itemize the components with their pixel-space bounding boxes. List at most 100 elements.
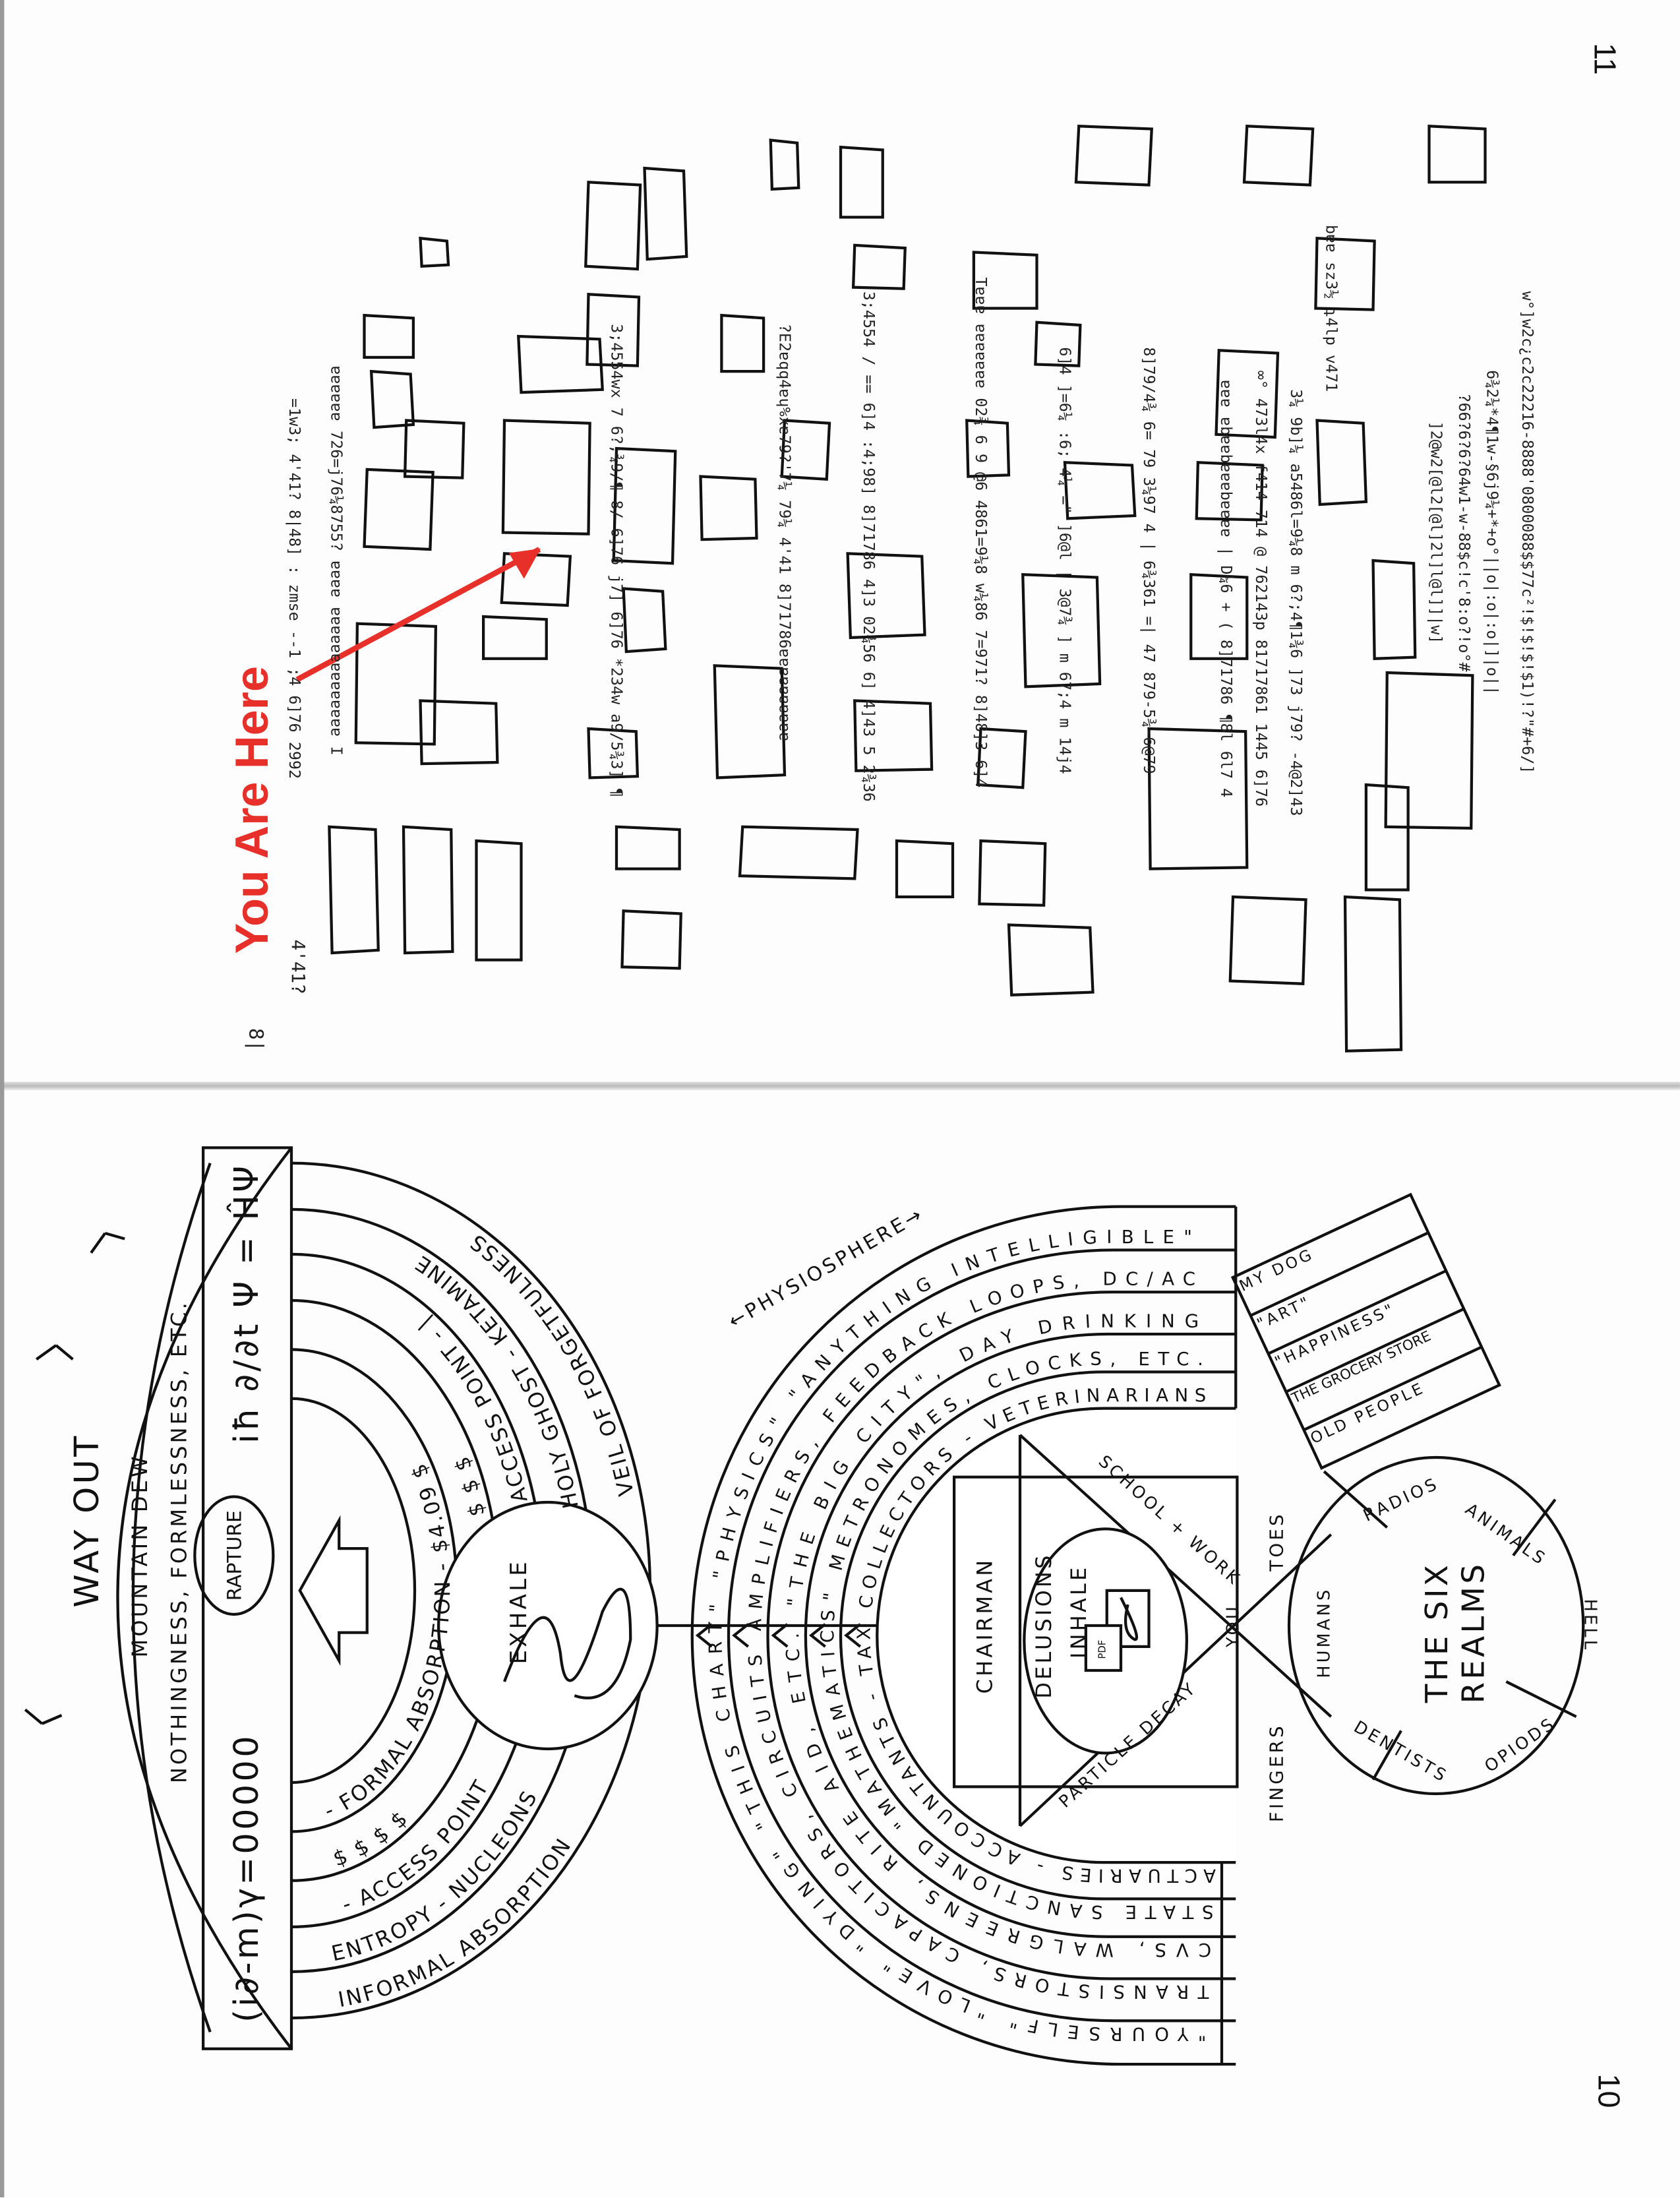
map-block [402,825,454,955]
equation-right: iħ ∂/∂t Ψ = ĤΨ [227,1163,266,1444]
exhale-circle [437,1500,659,1751]
map-block [851,243,907,290]
exhale-label: EXHALE [505,1558,532,1664]
map-block [895,839,955,899]
map-block [584,181,642,271]
map-block [1384,671,1474,830]
realm-hell: HELL [1580,1599,1600,1653]
axis-arrowhead [844,1623,862,1648]
realm-humans: HUMANS [1314,1587,1334,1678]
map-block [1189,573,1249,660]
map-block [1315,419,1368,506]
map-block [1034,321,1082,367]
map-block [1228,895,1307,985]
u-band-3 [804,1332,1236,1938]
axis-arrowhead [695,1623,713,1648]
delusions-label: DELUSIONS [1031,1552,1057,1699]
up-arrow [298,1515,369,1666]
map-block [839,145,884,219]
u-band-0 [690,1205,1236,2066]
map-block [354,622,438,746]
map-block [403,419,465,479]
chairman-label: CHAIRMAN [972,1557,998,1694]
map-block [501,419,591,535]
map-block [1215,349,1280,439]
axis-arrowhead [732,1623,750,1648]
map-block [1147,727,1249,870]
city-map [295,125,1487,1053]
you-are-here-arrow [295,547,541,683]
map-block [1074,125,1153,187]
you-label: YOU [1223,1604,1243,1647]
u-band-2 [766,1291,1236,1980]
map-block [328,825,380,955]
fan-ring-0 [291,1397,417,1785]
map-block [1427,125,1487,184]
mountain-dew-label: MOUNTAIN DEW [127,1453,153,1658]
axis-arrowhead [808,1623,826,1648]
map-block [1343,895,1403,1053]
pdf-label: PDF [1096,1639,1108,1659]
equation-band [202,1146,293,2050]
map-block [587,727,640,779]
toes-label: TOES [1267,1511,1288,1572]
map-block [620,909,682,970]
map-block [363,468,435,551]
map-block [738,825,859,880]
map-block [1364,783,1410,892]
pdf-document-icon-back [1084,1624,1123,1672]
equation-left: (i∂-m)γ=00000 [227,1733,266,2023]
map-block [1007,923,1095,996]
u-band-4 [839,1370,1236,1901]
map-block [976,727,1027,789]
map-block [720,313,765,373]
map-block [1021,573,1102,688]
acrobat-icon [1120,1597,1138,1641]
list-box [1230,1192,1501,1470]
rapture-circle [193,1495,275,1616]
map-block [699,475,758,541]
map-block [846,552,926,640]
map-block [369,369,415,429]
mountain-dew-arch [131,1163,212,2032]
fan-label-ring1: - FORMAL ABSORPTION - $4.09 $ [320,1458,455,1823]
page-divider [0,1082,1680,1091]
map-block [978,839,1047,907]
six-realms-title: THE SIX REALMS [1420,1561,1493,1704]
map-block [643,166,688,261]
pdf-document-icon [1105,1589,1151,1648]
nothingness-label: NOTHINGNESS, FORMLESSNESS, ETC. [166,1299,193,1784]
arrow-head-icon [508,548,541,579]
u-band-1 [727,1248,1236,2023]
exhale-swirl [503,1587,632,1699]
map-block [853,699,934,772]
way-out-label: WAY OUT [67,1433,107,1608]
map-block [419,236,450,268]
axis-arrowhead [771,1623,789,1648]
map-block [769,138,800,191]
map-block [965,419,1011,478]
map-block [419,699,499,766]
map-block [1371,559,1417,660]
map-block [1314,237,1376,311]
map-block [1242,125,1315,187]
arrow-marks [24,1231,125,1725]
map-block [612,446,677,565]
inhale-label: INHALE [1066,1564,1092,1659]
six-realms-circle [1287,1455,1585,1796]
map-block [1195,461,1264,522]
six-realms-dividers [1323,1470,1577,1781]
map-block [475,839,523,962]
map-block [500,552,572,607]
fingers-label: FINGERS [1267,1723,1288,1823]
map-block [780,419,831,481]
map-block [517,334,604,394]
fan-label-ring5_bottom: INFORMAL ABSORPTION [336,1833,577,2012]
map-block [363,313,415,359]
fan-label-ring4_bottom: ENTROPY - NUCLEONS [329,1785,543,1966]
map-block [622,587,667,654]
map-block [972,251,1038,310]
map-block [585,293,641,367]
page-edge [0,0,5,2197]
